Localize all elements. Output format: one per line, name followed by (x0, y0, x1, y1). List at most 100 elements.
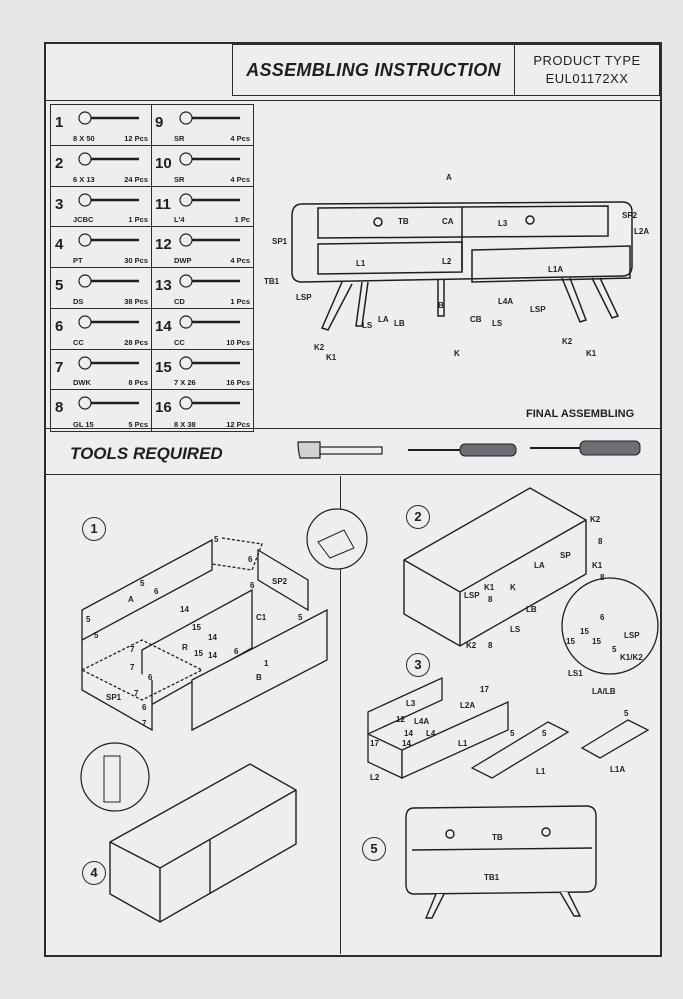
part-code: DS (73, 296, 84, 306)
step3-label: L1A (610, 765, 625, 774)
step-number: 1 (82, 517, 106, 541)
diagram-label: L4A (498, 297, 513, 306)
diagram-label: L2 (442, 257, 452, 266)
diagram-label: LSP (530, 305, 546, 314)
step2-label: LB (526, 605, 537, 614)
slide-rail-icon (179, 152, 240, 166)
part-number: 1 (55, 114, 64, 131)
step1-label: 5 (140, 579, 145, 588)
part-code: L'4 (174, 215, 185, 225)
part-quantity: 4 Pcs (230, 256, 250, 265)
step2-label: 15 (566, 637, 575, 646)
diagram-label: K2 (562, 337, 573, 346)
slide-rail-icon (179, 111, 240, 125)
step3-label: L1 (536, 767, 546, 776)
step1-label: 14 (180, 605, 189, 614)
bolt-icon (78, 192, 139, 207)
diagram-label: SP1 (272, 237, 288, 246)
step2-label: LA (534, 561, 545, 570)
part-code: 8 X 50 (73, 133, 95, 143)
dowel-icon (179, 233, 240, 247)
diagram-label: LB (394, 319, 405, 328)
part-number: 9 (155, 114, 164, 131)
part-number: 7 (55, 358, 64, 376)
diagram-label: LS (492, 319, 503, 328)
cross-screw-icon (78, 111, 139, 125)
part-code: 8 X 38 (174, 420, 196, 429)
step3-label: 14 (404, 729, 413, 738)
step2-label: 5 (612, 645, 617, 654)
diagram-label: LS (362, 321, 373, 330)
diagram-label: L1A (548, 265, 563, 274)
divider (46, 428, 660, 429)
diagram-label: L3 (498, 219, 508, 228)
part-code: 7 X 26 (174, 378, 196, 388)
step1-diagram: 5 6 5 A 6 14 14 15 7 R 15 14 7 6 C1 SP2 … (80, 535, 328, 732)
step5-diagram: TB TB1 (405, 805, 597, 919)
cross-screw-icon (179, 396, 240, 410)
step3-label: 12 (396, 715, 405, 724)
step1-label: 7 (134, 689, 139, 698)
part-number: 12 (155, 236, 172, 254)
instruction-sheet (44, 42, 662, 957)
product-code: EUL01172XX (545, 71, 629, 86)
step1-label: 5 (214, 535, 219, 544)
pin-icon (78, 233, 139, 247)
part-quantity: 24 Pcs (124, 174, 148, 184)
part-code: SR (174, 133, 185, 143)
step-number: 4 (82, 861, 106, 885)
part-number: 2 (55, 154, 64, 172)
step2-label: LSP (464, 591, 480, 600)
step1-label: 14 (208, 651, 217, 660)
diagram-label: TB1 (264, 277, 280, 286)
part-quantity: 30 Pcs (124, 256, 148, 265)
part-quantity: 4 Pcs (230, 133, 250, 143)
step2-label: 8 (488, 595, 493, 604)
step1-label: SP2 (272, 577, 288, 586)
detail-callout (306, 508, 368, 570)
part-quantity: 12 Pcs (124, 133, 148, 143)
step2-label: 8 (600, 573, 605, 582)
step4-diagram (109, 763, 297, 923)
step1-label: 6 (234, 647, 239, 656)
step1-label: 6 (250, 581, 255, 590)
part-quantity: 10 Pcs (226, 337, 250, 347)
part-code: GL 15 (73, 420, 94, 429)
diagram-label: LA (378, 315, 389, 324)
step3-label: L4A (414, 717, 429, 726)
step3-label: L4 (426, 729, 436, 738)
step1-label: A (128, 595, 134, 604)
part-number: 4 (55, 236, 64, 254)
step2-label: K (510, 583, 516, 592)
part-code: CC (73, 337, 84, 347)
diagram-label: K1 (326, 353, 337, 362)
part-quantity: 5 Pcs (128, 420, 148, 429)
diagram-label: CA (442, 217, 454, 226)
step3-label: L2 (370, 773, 380, 782)
step-number: 5 (362, 837, 386, 861)
step3-label: 14 (402, 739, 411, 748)
step2-label: 15 (580, 627, 589, 636)
part-number: 6 (55, 317, 64, 335)
part-quantity: 8 Pcs (128, 378, 148, 388)
diagram-label: K1 (586, 349, 597, 358)
diagram-label: B (438, 301, 444, 310)
diagram-label: L1 (356, 259, 366, 268)
part-quantity: 4 Pcs (230, 174, 250, 184)
step2-label: K1 (592, 561, 603, 570)
glide-icon (78, 396, 139, 410)
step1-label: R (182, 643, 188, 652)
diagram-label: L2A (634, 227, 649, 236)
diagram-label: K2 (314, 343, 325, 352)
step1-label: C1 (256, 613, 267, 622)
step5-label: TB (492, 833, 503, 842)
